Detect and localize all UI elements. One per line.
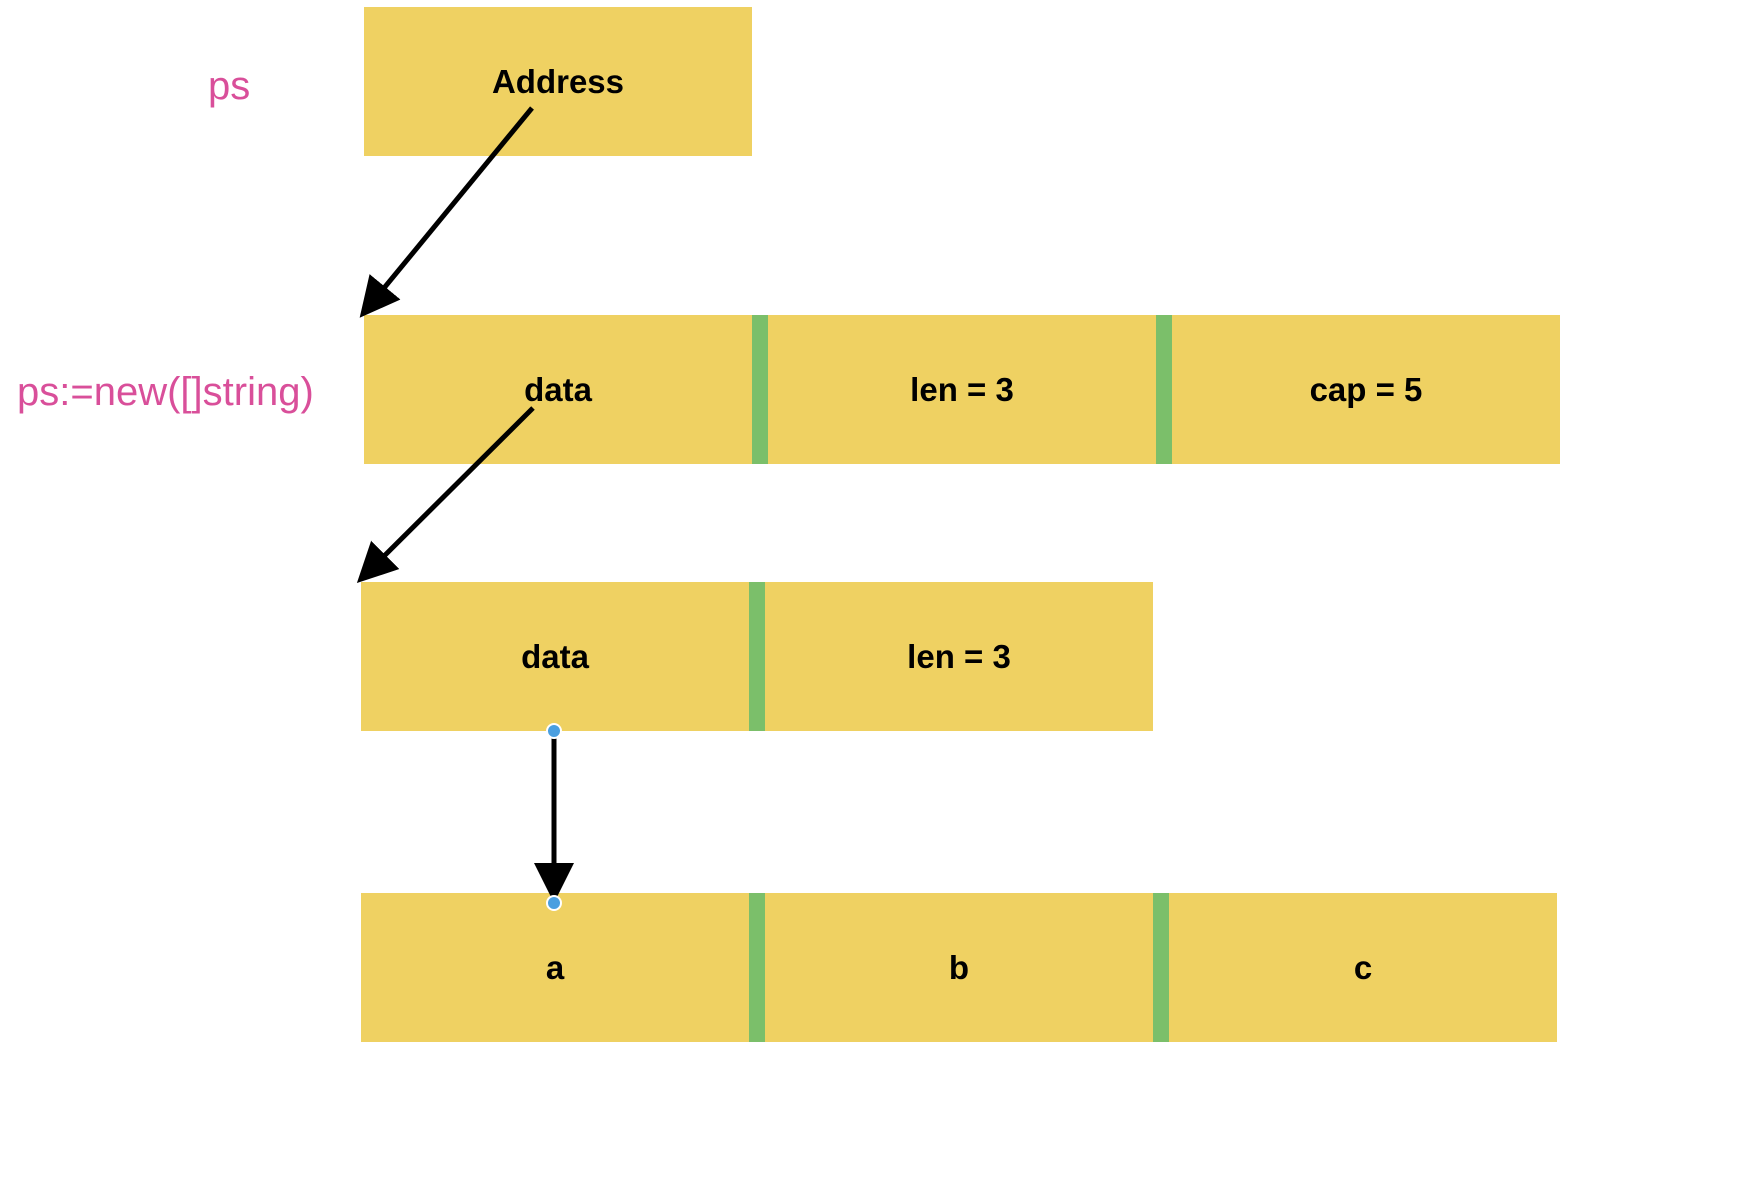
cell-string-len: len = 3	[765, 582, 1153, 731]
bytes-row: a b c	[361, 893, 1557, 1042]
string-header-row: data len = 3	[361, 582, 1153, 731]
label-ps-new: ps:=new([]string)	[17, 370, 314, 414]
arrow-address-to-slice	[359, 106, 534, 318]
cell-byte-a: a	[361, 893, 749, 1042]
label-ps: ps	[208, 64, 251, 108]
pointer-row: Address	[364, 7, 752, 156]
selection-handle[interactable]	[546, 895, 562, 911]
cell-slice-cap: cap = 5	[1172, 315, 1560, 464]
cell-separator	[752, 315, 768, 464]
cell-byte-b: b	[765, 893, 1153, 1042]
arrow-slice-data-to-string	[356, 406, 535, 584]
selection-handle[interactable]	[546, 723, 562, 739]
cell-string-data: data	[361, 582, 749, 731]
cell-slice-len: len = 3	[768, 315, 1156, 464]
slice-header-row: data len = 3 cap = 5	[364, 315, 1560, 464]
cell-byte-c: c	[1169, 893, 1557, 1042]
cell-separator	[1156, 315, 1172, 464]
cell-separator	[749, 893, 765, 1042]
cell-address: Address	[364, 7, 752, 156]
cell-slice-data: data	[364, 315, 752, 464]
cell-separator	[1153, 893, 1169, 1042]
cell-separator	[749, 582, 765, 731]
